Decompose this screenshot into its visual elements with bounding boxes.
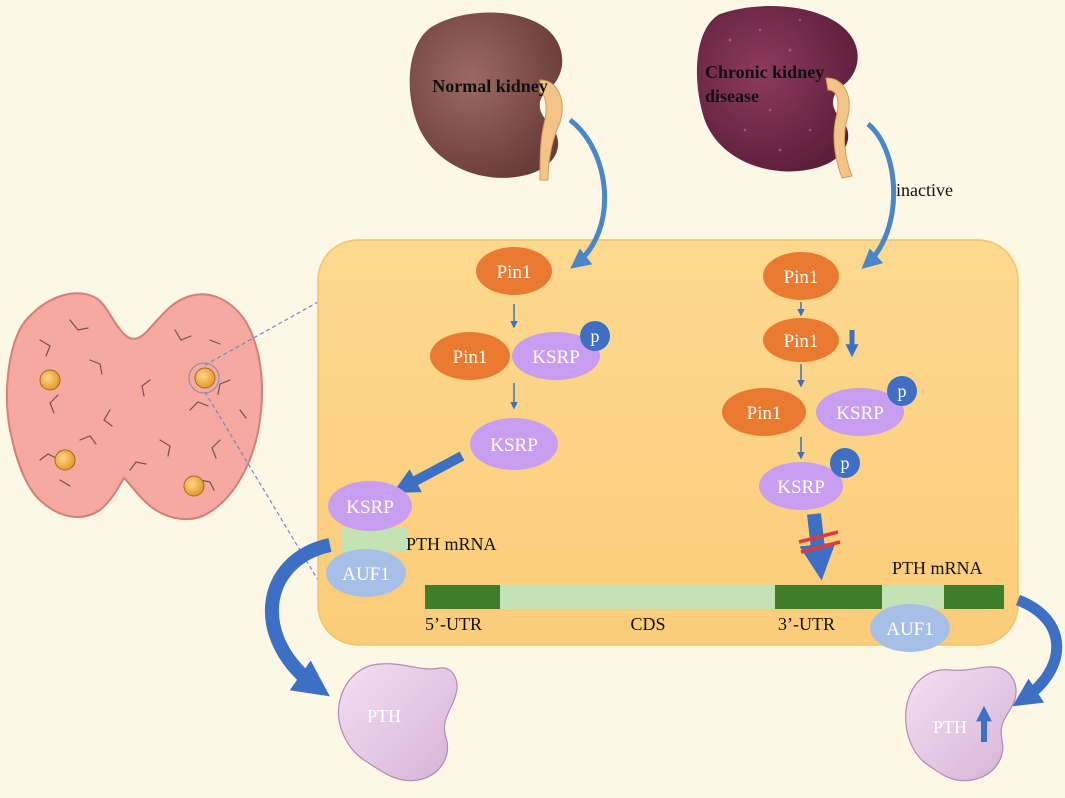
pin1-label: Pin1 <box>497 262 532 283</box>
ckd-auf1-label: AUF1 <box>886 619 934 640</box>
kidney-signal-arrow <box>568 118 608 269</box>
parathyroid-nodule <box>39 369 61 391</box>
ckd-ksrp-complex-label: KSRP <box>836 403 884 424</box>
ckd-pin1-low-node <box>763 318 839 362</box>
blocked-binding-arrow <box>799 513 836 581</box>
ckd-ksrp-p-label: KSRP <box>777 477 825 498</box>
ckd-pin1-label: Pin1 <box>784 267 819 288</box>
inhibition-mark <box>800 540 841 554</box>
ckd-pin1-complex-node <box>722 388 806 436</box>
utr3-segment <box>775 585 882 609</box>
normal-kidney <box>409 12 563 181</box>
normal-mrna-label: PTH mRNA <box>406 534 497 554</box>
ckd-phospho-badge-2 <box>830 448 860 478</box>
phospho-badge <box>580 321 610 351</box>
cds-segment <box>500 585 775 609</box>
ksrp-complex-node <box>512 332 600 380</box>
ckd-pth-label: PTH <box>933 717 967 737</box>
utr5-label: 5’-UTR <box>425 614 482 634</box>
pin1-complex-label: Pin1 <box>453 347 488 368</box>
ckd-label-line2: disease <box>705 86 759 106</box>
ckd-auf1-node <box>870 604 950 652</box>
ckd-pin1-complex-label: Pin1 <box>747 403 782 424</box>
ckd-label-line1: Chronic kidney <box>705 62 824 82</box>
parathyroid-nodule <box>194 367 216 389</box>
ckd-secretion-arrow <box>1012 594 1063 707</box>
pth-mrna-strand <box>425 585 1004 609</box>
parathyroid-gland <box>5 292 263 521</box>
parathyroid-cell <box>317 239 1019 646</box>
inhibition-mark <box>798 530 839 544</box>
pin1-node <box>476 247 552 295</box>
kidney-signal-arrow <box>861 122 897 270</box>
auf1-node <box>326 549 406 597</box>
ckd-pin1-node <box>763 252 839 300</box>
pin1-complex-node <box>430 332 510 380</box>
pth-protein <box>337 663 458 782</box>
bound-ksrp-node <box>328 481 412 531</box>
ckd-phospho-label: p <box>898 381 907 401</box>
auf1-label: AUF1 <box>342 564 390 585</box>
phospho-label: p <box>591 326 600 346</box>
ksrp-label: KSRP <box>490 435 538 456</box>
ckd-kidney <box>696 6 858 179</box>
inactive-label: inactive <box>896 180 953 200</box>
ckd-pth-protein <box>905 666 1017 782</box>
parathyroid-nodule <box>183 475 205 497</box>
pth-label: PTH <box>367 706 401 726</box>
binding-arrow <box>392 451 465 493</box>
ksrp-node <box>470 418 558 470</box>
parathyroid-nodule <box>54 449 76 471</box>
secretion-arrow <box>265 538 332 697</box>
normal-kidney-label: Normal kidney <box>432 76 548 96</box>
ckd-ksrp-complex-node <box>816 388 904 436</box>
ckd-mrna-label: PTH mRNA <box>892 558 983 578</box>
ckd-pin1-low-label: Pin1 <box>784 331 819 352</box>
zoom-line <box>204 391 331 601</box>
utr3-label: 3’-UTR <box>778 614 835 634</box>
ckd-phospho-badge <box>887 376 917 406</box>
bound-ksrp-label: KSRP <box>346 497 394 518</box>
utr5-segment <box>425 585 500 609</box>
zoom-line <box>204 301 319 366</box>
ckd-phospho-label-2: p <box>841 453 850 473</box>
ckd-ksrp-p-node <box>759 462 843 510</box>
utr3-tail-segment <box>944 585 1004 609</box>
cds-label: CDS <box>630 614 665 634</box>
ksrp-complex-label: KSRP <box>532 347 580 368</box>
pth-mrna-segment <box>342 528 408 552</box>
